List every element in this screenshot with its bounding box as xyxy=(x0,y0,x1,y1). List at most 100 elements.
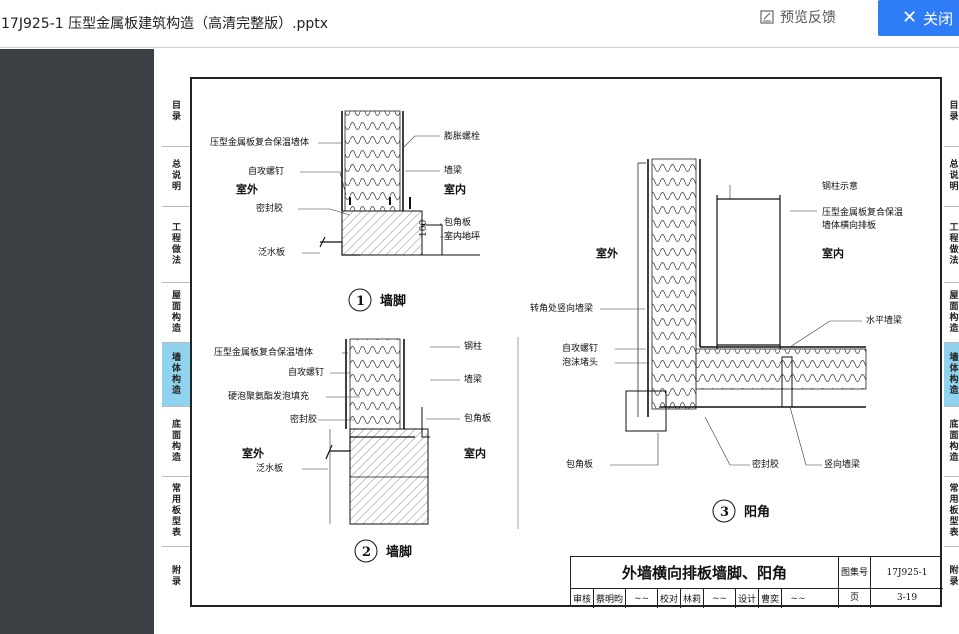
tab-label: 附录 xyxy=(949,566,959,587)
tab-appendix[interactable]: 附录 xyxy=(162,547,192,607)
design-label: 设计 xyxy=(736,589,760,608)
d2-number-circle xyxy=(354,539,378,563)
tab-wall[interactable]: 墙体构造 xyxy=(162,343,192,407)
checker-name: 林莉 xyxy=(681,589,705,608)
tab-label: 屋面构造 xyxy=(949,290,959,334)
d3-label-vgirt: 竖向墙梁 xyxy=(824,458,860,470)
tab-label: 目录 xyxy=(171,100,181,122)
tab-label: 底面构造 xyxy=(171,419,181,463)
feedback-button[interactable]: 预览反馈 xyxy=(760,6,836,28)
d3-label-column: 钢柱示意 xyxy=(822,180,858,192)
tab-wall-right[interactable]: 墙体构造 xyxy=(944,343,959,407)
d2-label-outside: 室外 xyxy=(242,446,264,460)
d3-number: 3 xyxy=(720,505,729,520)
tab-contents-right[interactable]: 目录 xyxy=(944,77,959,147)
tab-label: 底面构造 xyxy=(949,419,959,463)
tab-label: 墙体构造 xyxy=(949,352,959,396)
atlas-label: 图集号 xyxy=(839,557,871,589)
d1-number-circle xyxy=(348,288,372,312)
d1-label-panel: 压型金属板复合保温墙体 xyxy=(210,136,309,148)
slide-canvas: 目录 总说明 工程做法 屋面构造 墙体构造 底面构造 常用板型表 附录 目录 总… xyxy=(154,49,959,634)
d2-label-foam: 硬泡聚氨酯发泡填充 xyxy=(228,390,309,402)
tab-label: 附录 xyxy=(171,566,181,587)
tab-method[interactable]: 工程做法 xyxy=(162,207,192,283)
page-label: 页 xyxy=(839,589,871,608)
tab-roof[interactable]: 屋面构造 xyxy=(162,283,192,343)
designer-signature: ~~ xyxy=(790,593,806,604)
left-gutter xyxy=(0,49,154,634)
tab-label: 总说明 xyxy=(171,160,181,192)
review-label: 审核 xyxy=(571,589,595,608)
top-bar: 17J925-1 压型金属板建筑构造（高清完整版）.pptx 预览反馈 ✕ 关闭 xyxy=(0,0,959,48)
d2-caption: 墙脚 xyxy=(386,544,412,560)
tab-boards[interactable]: 常用板型表 xyxy=(162,477,192,547)
d1-label-inside: 室内 xyxy=(444,182,466,196)
feedback-label: 预览反馈 xyxy=(780,10,836,26)
detail-1-wall-foot: 压型金属板复合保温墙体 自攻螺钉 室外 密封胶 泛水板 膨胀螺栓 墙梁 室内 包… xyxy=(210,110,480,312)
d1-dim: 100 xyxy=(419,220,429,237)
d2-label-sealant: 密封胶 xyxy=(290,413,317,425)
d2-label-corner: 包角板 xyxy=(464,412,491,424)
d3-label-panel2: 墙体横向排板 xyxy=(822,219,876,231)
drawing-title: 外墙横向排板墙脚、阳角 xyxy=(571,557,839,589)
tab-label: 总说明 xyxy=(949,160,959,192)
d2-label-column: 钢柱 xyxy=(464,340,482,352)
d1-label-outside: 室外 xyxy=(236,182,258,196)
page-number: 3-19 xyxy=(896,593,918,603)
reviewer-name: 蔡明昀 xyxy=(594,589,627,608)
close-label: 关闭 xyxy=(923,9,954,28)
d1-label-corner: 包角板 xyxy=(444,216,471,228)
tab-bottom[interactable]: 底面构造 xyxy=(162,407,192,477)
tab-boards-right[interactable]: 常用板型表 xyxy=(944,477,959,547)
tab-bottom-right[interactable]: 底面构造 xyxy=(944,407,959,477)
d3-caption: 阳角 xyxy=(744,504,770,520)
d1-label-bolt: 膨胀螺栓 xyxy=(444,130,480,142)
tab-label: 墙体构造 xyxy=(171,352,181,396)
construction-drawing: 压型金属板复合保温墙体 自攻螺钉 室外 密封胶 泛水板 膨胀螺栓 墙梁 室内 包… xyxy=(210,110,903,563)
d3-label-outside: 室外 xyxy=(596,246,618,260)
d2-label-screw: 自攻螺钉 xyxy=(288,366,324,378)
chapter-tabs-left: 目录 总说明 工程做法 屋面构造 墙体构造 底面构造 常用板型表 附录 xyxy=(162,77,192,607)
atlas-number-row: 图集号 17J925-1 xyxy=(839,557,943,589)
tab-label: 常用板型表 xyxy=(949,484,959,538)
tab-label: 工程做法 xyxy=(171,222,181,266)
d1-label-girt: 墙梁 xyxy=(444,164,462,176)
d3-label-corner-girt: 转角处竖向墙梁 xyxy=(530,302,593,314)
check-label: 校对 xyxy=(658,589,682,608)
d3-label-corner: 包角板 xyxy=(566,458,593,470)
title-block: 外墙横向排板墙脚、阳角 图集号 17J925-1 页 3-19 审核 蔡明昀 ~… xyxy=(570,556,943,608)
chapter-tabs-right: 目录 总说明 工程做法 屋面构造 墙体构造 底面构造 常用板型表 附录 xyxy=(944,77,959,607)
atlas-number: 17J925-1 xyxy=(871,557,943,589)
d1-label-screw: 自攻螺钉 xyxy=(248,165,284,177)
tab-roof-right[interactable]: 屋面构造 xyxy=(944,283,959,343)
close-button[interactable]: ✕ 关闭 xyxy=(878,0,959,36)
tab-appendix-right[interactable]: 附录 xyxy=(944,547,959,607)
d2-number: 2 xyxy=(362,545,371,560)
detail-2-wall-foot: 压型金属板复合保温墙体 自攻螺钉 硬泡聚氨酯发泡填充 密封胶 室外 泛水板 钢柱… xyxy=(214,338,491,563)
tab-general-right[interactable]: 总说明 xyxy=(944,147,959,207)
d1-label-sealant: 密封胶 xyxy=(256,202,283,214)
d3-label-panel: 压型金属板复合保温 xyxy=(822,206,903,218)
detail-3-outer-corner: 钢柱示意 压型金属板复合保温 墙体横向排板 室外 室内 转角处竖向墙梁 水平墙梁… xyxy=(530,158,903,523)
tab-general[interactable]: 总说明 xyxy=(162,147,192,207)
d1-caption: 墙脚 xyxy=(380,293,406,309)
close-icon: ✕ xyxy=(902,7,918,28)
d3-label-inside: 室内 xyxy=(822,246,844,260)
tab-contents[interactable]: 目录 xyxy=(162,77,192,147)
d1-label-flashing: 泛水板 xyxy=(258,246,285,258)
d3-label-screw: 自攻螺钉 xyxy=(562,342,598,354)
tab-label: 目录 xyxy=(949,100,959,122)
tab-label: 屋面构造 xyxy=(171,290,181,334)
document-title: 17J925-1 压型金属板建筑构造（高清完整版）.pptx xyxy=(1,16,329,32)
d3-label-hgirt: 水平墙梁 xyxy=(866,314,902,326)
signature-row: 审核 蔡明昀 ~~ 校对 林莉 ~~ 设计 曹奕 ~~ xyxy=(571,589,839,608)
d2-label-flashing: 泛水板 xyxy=(256,462,283,474)
tab-label: 工程做法 xyxy=(949,222,959,266)
d3-label-sealant: 密封胶 xyxy=(752,458,779,470)
d2-label-girt: 墙梁 xyxy=(464,373,482,385)
tab-method-right[interactable]: 工程做法 xyxy=(944,207,959,283)
d2-label-inside: 室内 xyxy=(464,446,486,460)
reviewer-signature: ~~ xyxy=(626,589,659,608)
d2-label-panel: 压型金属板复合保温墙体 xyxy=(214,346,313,358)
checker-signature: ~~ xyxy=(704,589,737,608)
